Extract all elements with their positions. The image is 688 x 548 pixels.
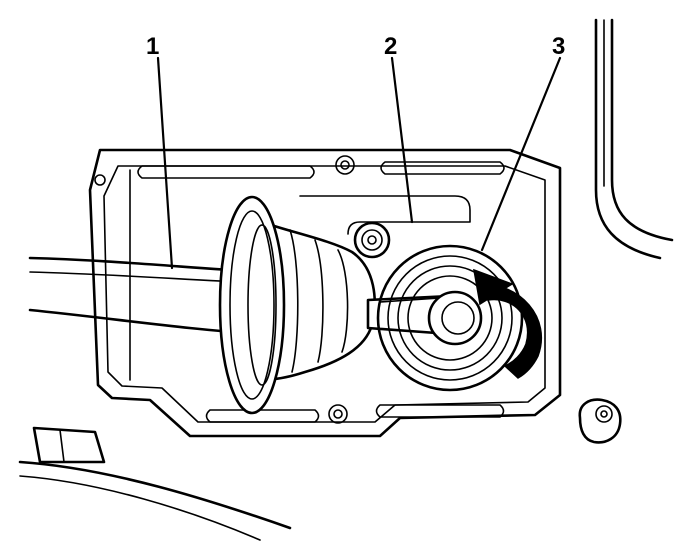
callout-2: 2 xyxy=(384,33,397,60)
callout-3: 3 xyxy=(552,33,565,60)
frame-rail xyxy=(594,18,674,260)
body-panel xyxy=(18,426,292,541)
callout-1: 1 xyxy=(146,33,159,60)
leader-lines xyxy=(156,56,562,270)
loose-nut xyxy=(578,398,622,444)
bolt xyxy=(353,221,391,259)
cv-boot xyxy=(218,195,376,415)
leader-line-2 xyxy=(390,56,414,224)
axle-seal xyxy=(376,244,524,392)
curved-arrow-clockwise-icon xyxy=(473,268,543,379)
leader-line-3 xyxy=(480,56,562,252)
leader-line-1 xyxy=(156,56,174,270)
